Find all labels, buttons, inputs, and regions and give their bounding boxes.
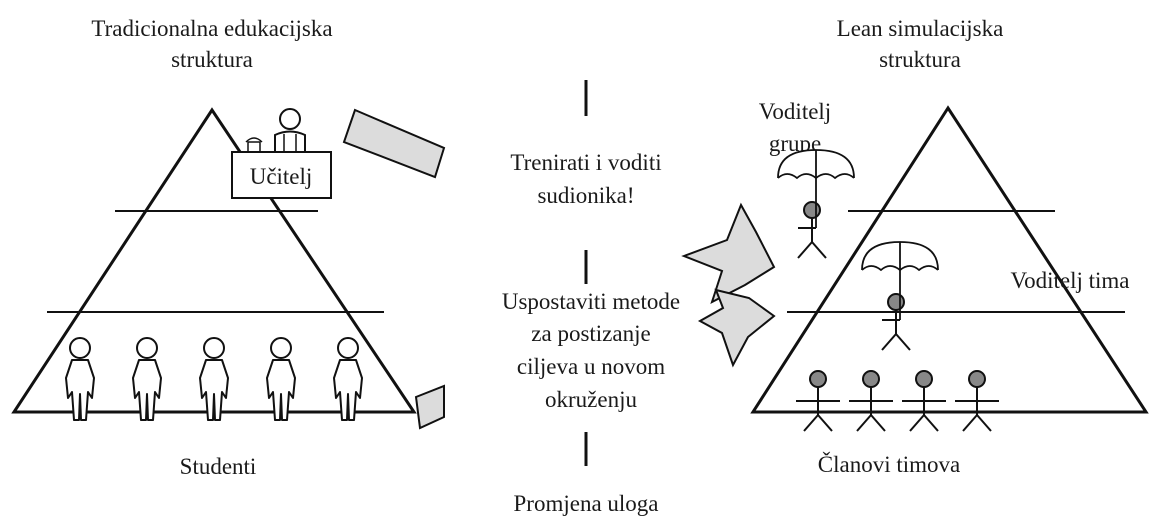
- team-leader-label: Voditelj tima: [1010, 268, 1129, 293]
- team-members-label: Članovi timova: [818, 451, 960, 477]
- transition-arrow: [414, 384, 445, 430]
- left-title: struktura: [171, 47, 253, 72]
- student-icon: [199, 337, 229, 421]
- teacher-icon: [245, 108, 306, 153]
- right-pyramid: [750, 105, 1149, 414]
- teacher-label: Učitelj: [250, 164, 313, 189]
- group-leader-icon: [777, 149, 855, 259]
- traditional-structure: Tradicionalna edukacijska struktura Učit…: [11, 16, 446, 479]
- group-leader-label: Voditelj: [759, 99, 831, 124]
- team-member-icon: [954, 370, 1000, 432]
- middle-text-methods: Uspostaviti metode: [502, 289, 680, 314]
- right-title: Lean simulacijska: [837, 16, 1004, 41]
- team-member-icon: [848, 370, 894, 432]
- middle-text-train: Trenirati i voditi: [510, 150, 661, 175]
- team-leader-icon: [861, 241, 939, 351]
- role-change-label: Promjena uloga: [514, 491, 659, 516]
- burst-arrow: [681, 202, 776, 304]
- middle-text-methods: okruženju: [545, 387, 637, 412]
- team-member-icon: [901, 370, 947, 432]
- student-icon: [65, 337, 95, 421]
- middle-text-train: sudionika!: [537, 183, 634, 208]
- middle-text-methods: za postizanje: [531, 321, 650, 346]
- right-title: struktura: [879, 47, 961, 72]
- left-title: Tradicionalna edukacijska: [91, 16, 332, 41]
- role-change: Trenirati i voditi sudionika! Uspostavit…: [502, 80, 680, 516]
- teacher-box: [231, 151, 332, 199]
- burst-arrow: [697, 288, 776, 368]
- lean-structure: Lean simulacijska struktura Voditelj gru…: [681, 16, 1149, 477]
- middle-text-methods: ciljeva u novom: [517, 354, 665, 379]
- transition-arrow: [342, 108, 446, 179]
- student-icon: [266, 337, 296, 421]
- student-icon: [333, 337, 363, 421]
- student-icon: [132, 337, 162, 421]
- team-member-icon: [795, 370, 841, 432]
- students-label: Studenti: [180, 454, 257, 479]
